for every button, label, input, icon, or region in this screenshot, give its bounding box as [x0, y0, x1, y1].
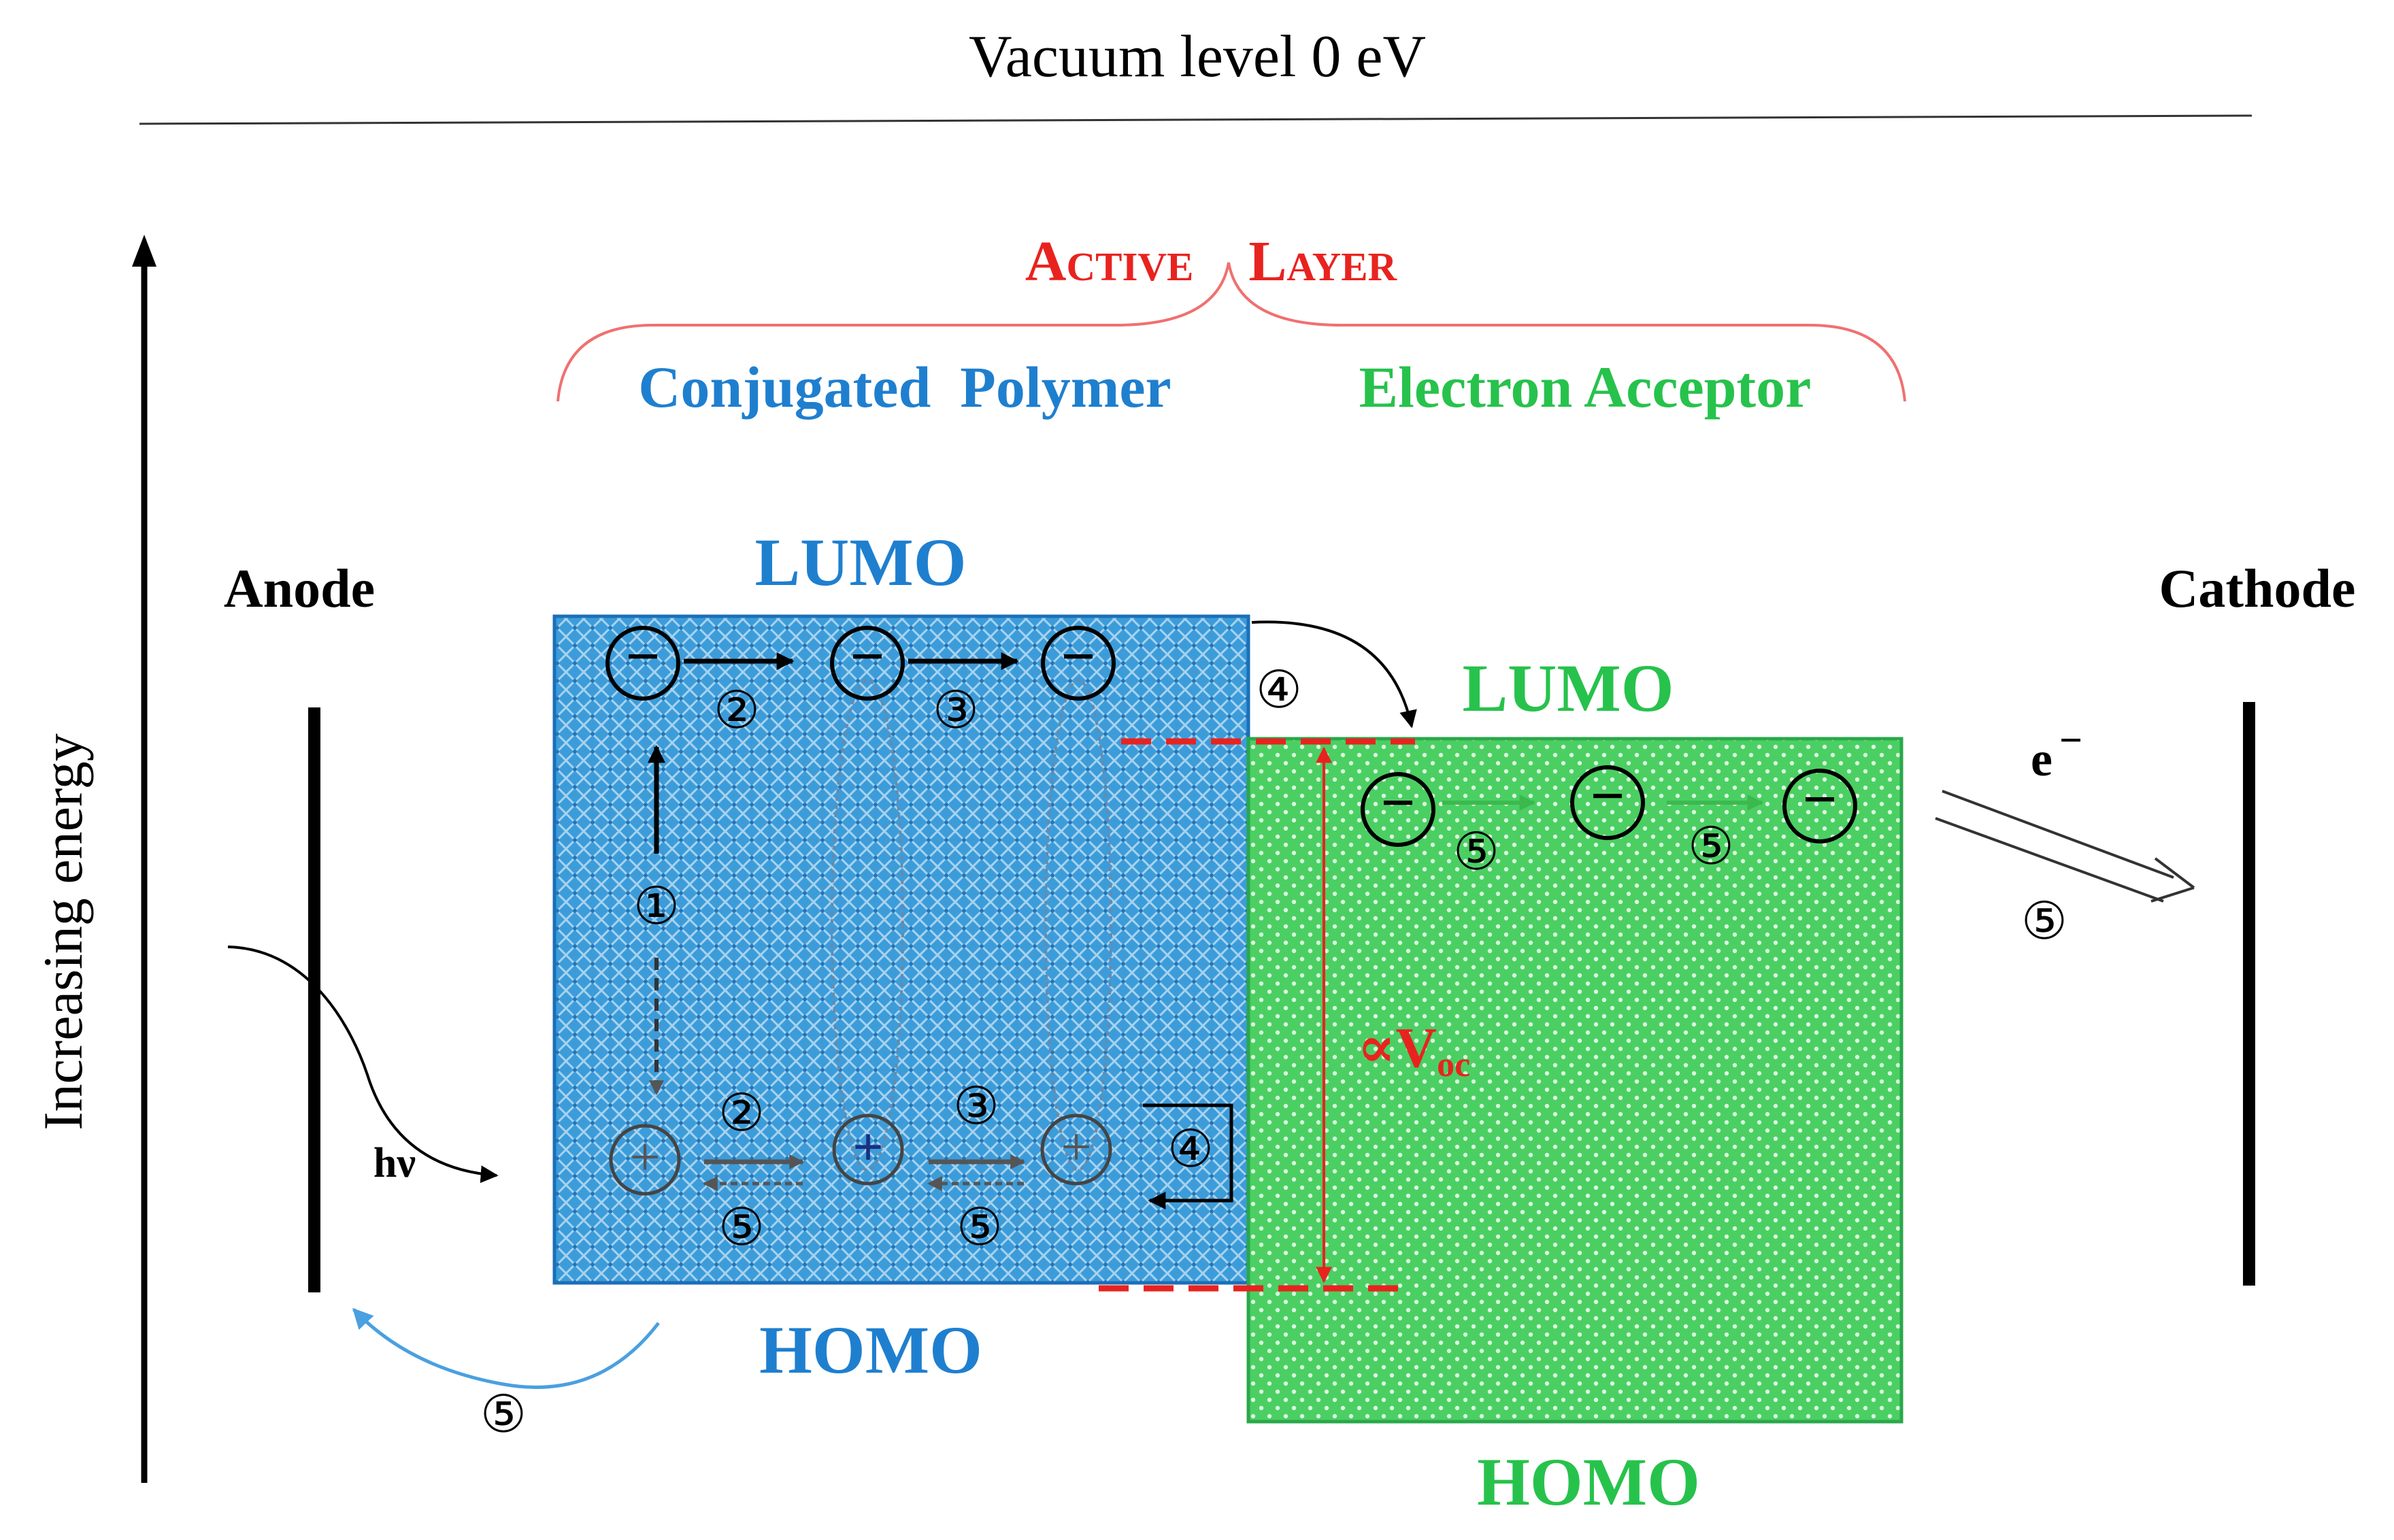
acceptor-electron-3: −	[1782, 766, 1857, 843]
hole-collection-arrow	[352, 1307, 660, 1389]
step-5-hole-label-1: ⑤	[718, 1199, 765, 1256]
photon-label: hν	[373, 1140, 416, 1186]
donor-hole-2: +	[832, 1114, 904, 1186]
electron-collection-arrow	[1935, 790, 2195, 903]
donor-electron-2: −	[830, 623, 905, 701]
svg-text:+: +	[1061, 1118, 1091, 1177]
acceptor-lumo-label: LUMO	[1462, 650, 1674, 726]
step-5-acceptor-label-1: ⑤	[1453, 824, 1499, 881]
acceptor-label: Electron Acceptor	[1359, 354, 1812, 420]
svg-text:−: −	[850, 623, 884, 690]
vacuum-level-label: Vacuum level 0 eV	[969, 24, 1426, 90]
step-5-hole-label-2: ⑤	[957, 1199, 1003, 1256]
acceptor-electron-2: −	[1570, 763, 1645, 840]
acceptor-electron-1: −	[1361, 769, 1435, 847]
energy-axis-label: Increasing energy	[32, 733, 94, 1131]
voc-prefix: ∝V	[1357, 1016, 1437, 1079]
svg-text:−: −	[625, 623, 660, 690]
donor-electron-3: −	[1041, 623, 1116, 701]
donor-homo-label: HOMO	[759, 1312, 982, 1388]
exciton-ellipse-2	[1044, 679, 1112, 1171]
electron-label-e: e	[2031, 732, 2052, 786]
step-5-acceptor-label-2: ⑤	[1688, 818, 1734, 875]
acceptor-homo-label: HOMO	[1477, 1444, 1700, 1520]
svg-text:+: +	[629, 1128, 660, 1188]
acceptor-box	[1246, 737, 1903, 1424]
step-1-label: ①	[633, 878, 680, 935]
step-3-bottom-label: ③	[953, 1078, 999, 1135]
charge-transfer-bracket-arrow	[1143, 1103, 1233, 1209]
voc-label: ∝Voc	[1357, 1016, 1470, 1084]
step-5-cathode-label: ⑤	[2021, 893, 2067, 950]
donor-lumo-label: LUMO	[754, 524, 966, 600]
svg-text:−: −	[1061, 623, 1095, 690]
active-layer-brace	[556, 262, 1906, 402]
donor-hole-1: +	[609, 1124, 681, 1196]
step-3-top-label: ③	[933, 682, 979, 739]
step-4-top-label: ④	[1256, 662, 1302, 719]
donor-electron-1: −	[605, 623, 680, 701]
svg-text:−: −	[1590, 763, 1625, 830]
vacuum-level-line	[139, 114, 2252, 125]
svg-text:−: −	[1380, 769, 1415, 837]
step-2-bottom-label: ②	[718, 1085, 765, 1142]
active-layer-first: Active	[1025, 230, 1194, 293]
energy-axis-arrowhead	[132, 235, 156, 267]
exciton-ellipse-1	[831, 679, 904, 1171]
anode-label: Anode	[224, 559, 375, 619]
svg-text:−: −	[1802, 766, 1837, 833]
donor-label: Conjugated Polymer	[638, 354, 1171, 420]
electron-label: e−	[2031, 718, 2082, 786]
cathode-label: Cathode	[2159, 559, 2356, 619]
charge-transfer-arrow	[1251, 620, 1417, 729]
active-layer-title: Active Layer	[1025, 230, 1398, 293]
voc-subscript: oc	[1437, 1045, 1470, 1084]
svg-text:+: +	[852, 1118, 884, 1177]
step-2-top-label: ②	[714, 682, 760, 739]
donor-hole-3: +	[1040, 1114, 1112, 1186]
step-5-anode-label: ⑤	[480, 1386, 527, 1443]
electron-label-charge: −	[2059, 718, 2082, 763]
photon-arrow	[227, 945, 499, 1184]
step-4-bottom-label: ④	[1167, 1121, 1214, 1178]
active-layer-second: Layer	[1248, 230, 1397, 293]
